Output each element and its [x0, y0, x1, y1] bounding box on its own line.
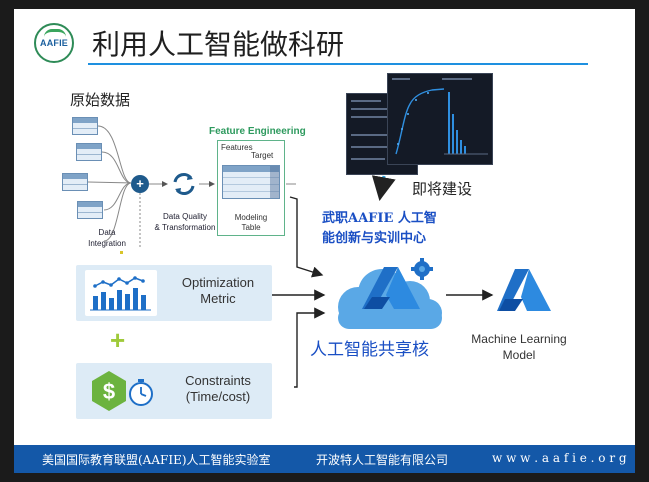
- footer-company: 开波特人工智能有限公司: [316, 453, 449, 467]
- data-table-icon: [72, 117, 98, 135]
- modeling-table-label: Modeling Table: [234, 213, 268, 232]
- constraints-label: Constraints (Time/cost): [185, 373, 251, 404]
- merge-plus-icon: +: [131, 175, 149, 193]
- cloud-icon: [338, 258, 442, 329]
- logo-text: AAFIE: [40, 38, 68, 48]
- footer-lab-name: 美国国际教育联盟(AAFIE)人工智能实验室: [42, 453, 271, 467]
- connector-lines: [87, 125, 494, 388]
- ml-model-label: Machine Learning Model: [471, 332, 567, 362]
- svg-text:$: $: [103, 379, 115, 404]
- dollar-badge-icon: $: [85, 368, 157, 414]
- coming-soon-label: 即将建设: [412, 180, 473, 198]
- center-name-label: 武职AAFIE 人工智 能创新与实训中心: [322, 211, 437, 246]
- slide-title: 利用人工智能做科研: [92, 28, 345, 61]
- aafie-logo-icon: AAFIE: [34, 23, 74, 63]
- bar-chart-icon: [85, 270, 157, 316]
- plus-icon: +: [110, 325, 126, 355]
- optimization-metric-label: Optimization Metric: [181, 275, 255, 306]
- features-label: Features: [221, 143, 253, 152]
- title-divider: [88, 63, 588, 65]
- footer-bar: 美国国际教育联盟(AAFIE)人工智能实验室 开波特人工智能有限公司 w w w…: [14, 445, 635, 473]
- transform-label: Data Quality & Transformation: [154, 212, 216, 232]
- feature-engineering-title: Feature Engineering: [209, 126, 306, 137]
- target-label: Target: [251, 151, 274, 160]
- ml-model-icon: [497, 269, 551, 311]
- optimization-metric-panel: Optimization Metric: [76, 265, 272, 321]
- raw-data-label: 原始数据: [70, 91, 131, 109]
- gear-icon: [411, 258, 433, 280]
- refresh-cycle-icon: [173, 173, 195, 195]
- azure-ml-icon: [362, 267, 420, 309]
- dashboard-screenshot-front: [387, 73, 493, 165]
- constraints-panel: $ Constraints (Time/cost): [76, 363, 272, 419]
- shared-core-label: 人工智能共享核: [310, 340, 429, 360]
- footer-website-link[interactable]: w w w . a a f i e . o r g: [492, 451, 627, 465]
- data-table-icon: [77, 201, 103, 219]
- modeling-table-icon: [222, 165, 280, 199]
- slide: AAFIE 利用人工智能做科研 原始数据: [14, 9, 635, 473]
- data-integration-label: Data Integration: [88, 228, 126, 248]
- data-table-icon: [76, 143, 102, 161]
- data-table-icon: [62, 173, 88, 191]
